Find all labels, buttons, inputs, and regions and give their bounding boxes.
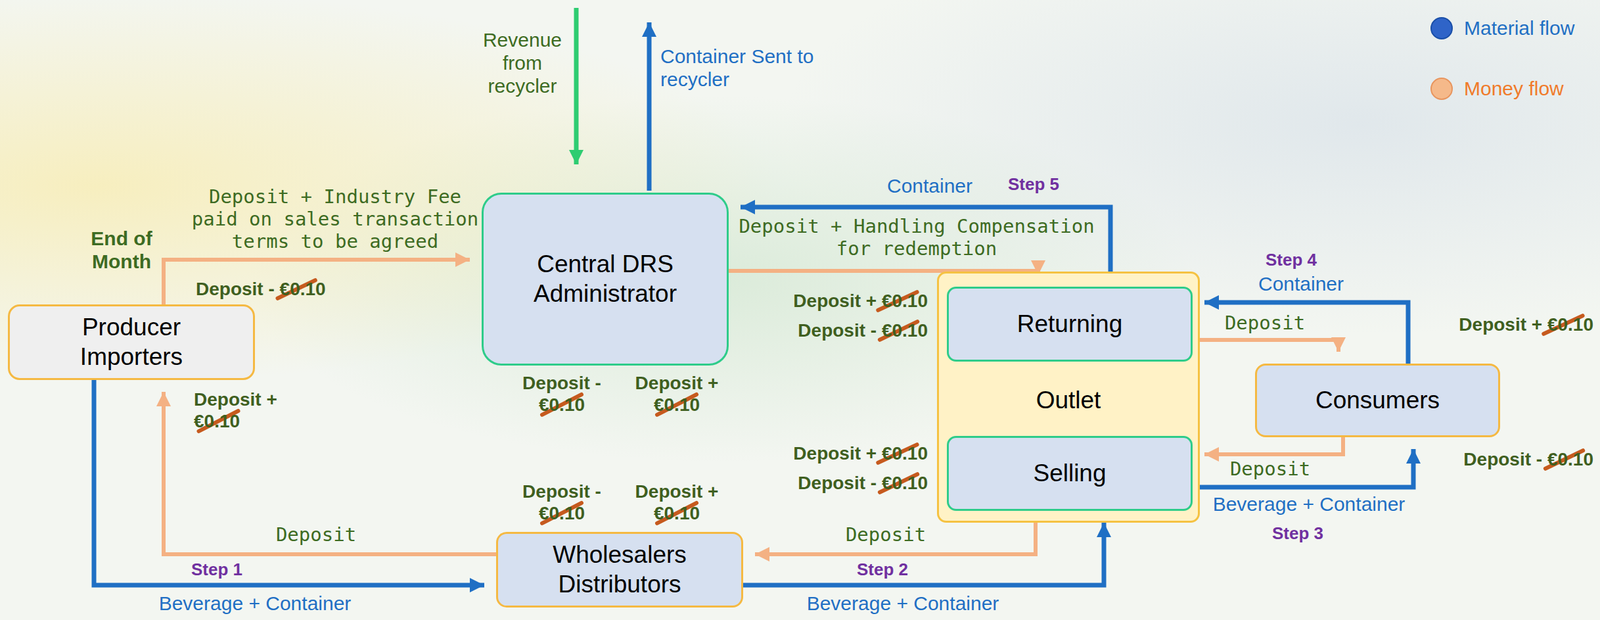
deposit-note: Deposit + €0.10 (793, 442, 928, 465)
recycler-note: Container Sent to recycler (660, 44, 845, 91)
deposit-note: Deposit + €0.10 (627, 372, 727, 416)
producer-box: Producer Importers (7, 304, 255, 380)
flow-label: Beverage + Container (806, 591, 1000, 615)
deposit-note: Deposit - €0.10 (512, 372, 612, 416)
flow-label: Deposit (1224, 312, 1305, 335)
selling-box: Selling (946, 435, 1193, 511)
node-label: Wholesalers Distributors (527, 540, 712, 599)
material-flow-arrow (1192, 448, 1414, 487)
node-label: Returning (1017, 309, 1123, 339)
step-number: Step 2 (856, 559, 909, 579)
consumers-box: Consumers (1255, 363, 1501, 437)
deposit-note: Deposit + €0.10 (193, 388, 293, 433)
step-number: Step 1 (191, 559, 243, 579)
money-flow-arrow (1192, 339, 1339, 352)
deposit-note: Deposit - €0.10 (1463, 448, 1594, 471)
node-label: Consumers (1315, 385, 1440, 415)
step-number: Step 3 (1272, 523, 1324, 543)
flow-label: Beverage + Container (1212, 492, 1406, 516)
legend-text: Material flow (1463, 16, 1575, 40)
legend-swatch (1430, 77, 1453, 100)
flow-label: Deposit + Handling Compensation for rede… (732, 215, 1101, 261)
flow-label: Deposit (845, 523, 926, 547)
deposit-note: Deposit + €0.10 (1458, 314, 1594, 336)
node-label: Central DRS Administrator (506, 249, 704, 309)
flow-label: Deposit (275, 523, 357, 547)
money-flow-arrow (1204, 436, 1344, 455)
flow-label: Container (887, 174, 973, 198)
timing-note: End of Month (85, 226, 158, 273)
material-flow-arrow (743, 522, 1104, 585)
legend-swatch (1430, 17, 1453, 40)
deposit-note: Deposit - €0.10 (195, 278, 326, 301)
deposit-note: Deposit + €0.10 (793, 290, 928, 313)
outlet-group: Outlet ReturningSelling (937, 271, 1200, 523)
returning-box: Returning (946, 286, 1193, 362)
deposit-note: Deposit - €0.10 (512, 480, 612, 525)
wholesalers-box: Wholesalers Distributors (496, 531, 744, 608)
recycler-revenue-arrow (574, 7, 579, 165)
step-number: Step 5 (1007, 174, 1060, 194)
material-flow-arrow (1204, 302, 1409, 364)
recycler-container-arrow (647, 22, 652, 191)
node-label: Outlet (938, 385, 1198, 415)
flow-label: Deposit + Industry Fee paid on sales tra… (187, 185, 483, 253)
administrator-box: Central DRS Administrator (481, 192, 729, 366)
legend-text: Money flow (1463, 76, 1564, 100)
money-flow-arrow (163, 259, 470, 305)
deposit-note: Deposit - €0.10 (797, 320, 928, 342)
deposit-note: Deposit + €0.10 (627, 480, 727, 525)
recycler-note: Revenue from recycler (476, 28, 569, 98)
node-label: Selling (1032, 458, 1106, 488)
flow-label: Deposit (1230, 457, 1311, 481)
flow-label: Beverage + Container (159, 591, 352, 615)
deposit-note: Deposit - €0.10 (797, 472, 928, 495)
strike-slashes (199, 279, 1584, 524)
step-number: Step 4 (1265, 249, 1317, 270)
node-label: Producer Importers (42, 312, 221, 372)
flow-label: Container (1258, 272, 1344, 296)
